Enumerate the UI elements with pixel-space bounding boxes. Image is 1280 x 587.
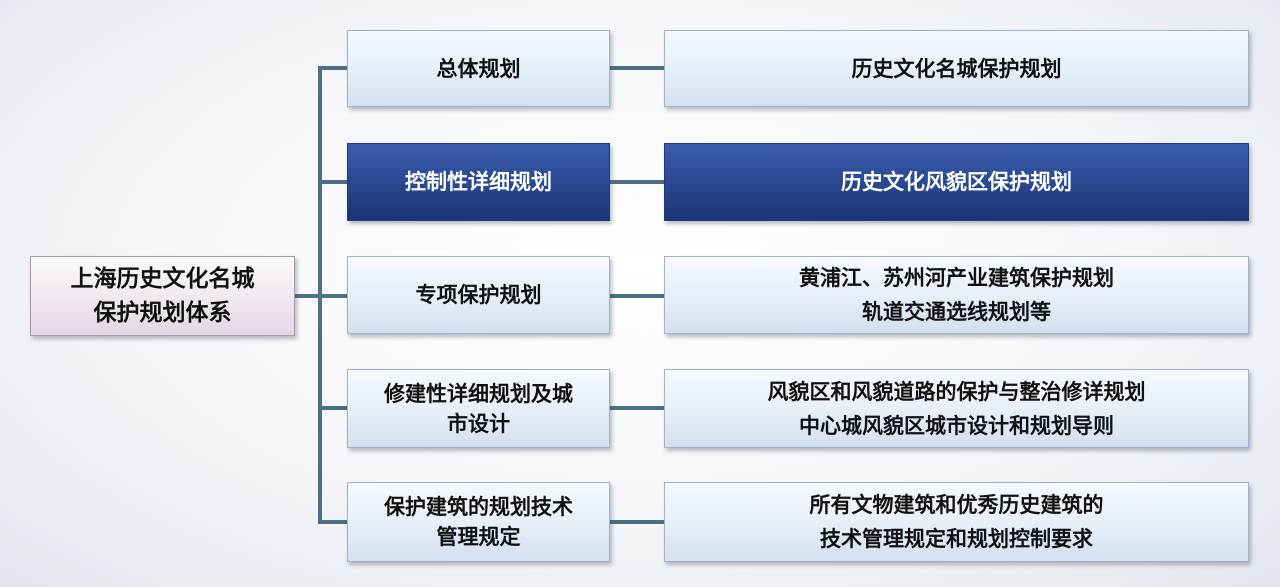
category-label: 修建性详细规划及城	[384, 381, 573, 406]
category-label: 控制性详细规划	[405, 170, 552, 194]
category-label: 管理规定	[436, 525, 521, 549]
category-node-1: 总体规划	[347, 30, 610, 107]
root-line-1: 上海历史文化名城	[70, 266, 255, 292]
detail-node-5: 所有文物建筑和优秀历史建筑的 技术管理规定和规划控制要求	[664, 482, 1249, 562]
detail-node-1: 历史文化名城保护规划	[664, 30, 1249, 107]
detail-line: 轨道交通选线规划等	[862, 300, 1051, 324]
detail-node-3: 黄浦江、苏州河产业建筑保护规划 轨道交通选线规划等	[664, 256, 1249, 334]
category-node-3: 专项保护规划	[347, 256, 610, 334]
category-node-4: 修建性详细规划及城 市设计	[347, 369, 610, 448]
detail-line: 黄浦江、苏州河产业建筑保护规划	[799, 266, 1114, 290]
root-node: 上海历史文化名城 保护规划体系	[30, 256, 295, 336]
category-label: 市设计	[447, 411, 510, 436]
root-line-2: 保护规划体系	[93, 300, 232, 326]
detail-line: 历史文化风貌区保护规划	[841, 170, 1072, 194]
category-node-2: 控制性详细规划	[347, 143, 610, 221]
detail-line: 历史文化名城保护规划	[851, 56, 1062, 81]
category-label: 专项保护规划	[415, 283, 542, 307]
detail-line: 所有文物建筑和优秀历史建筑的	[809, 493, 1104, 517]
detail-line: 风貌区和风貌道路的保护与整治修详规划	[767, 379, 1146, 404]
category-label: 总体规划	[436, 56, 521, 81]
category-label: 保护建筑的规划技术	[384, 495, 573, 519]
category-node-5: 保护建筑的规划技术 管理规定	[347, 482, 610, 562]
detail-node-4: 风貌区和风貌道路的保护与整治修详规划 中心城风貌区城市设计和规划导则	[664, 369, 1249, 448]
detail-line: 技术管理规定和规划控制要求	[820, 527, 1093, 551]
detail-node-2: 历史文化风貌区保护规划	[664, 143, 1249, 221]
detail-line: 中心城风貌区城市设计和规划导则	[799, 413, 1114, 438]
